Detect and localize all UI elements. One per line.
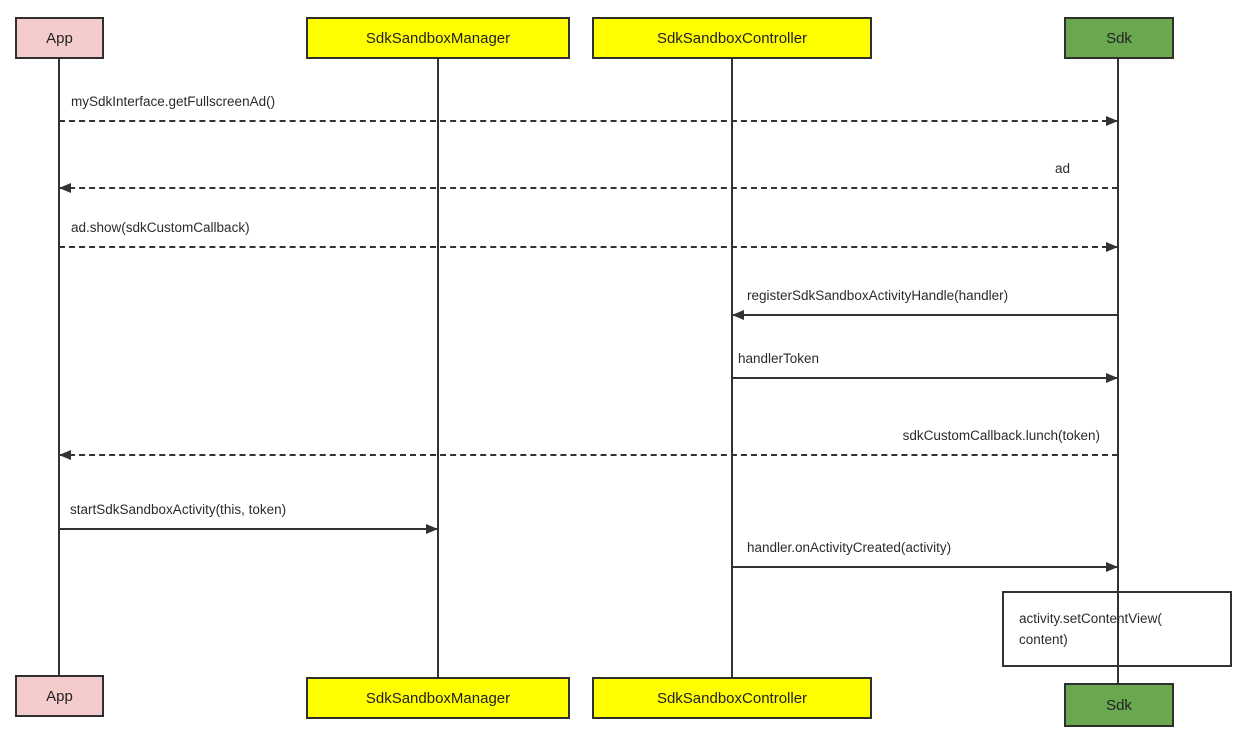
message-label-7: startSdkSandboxActivity(this, token) (70, 502, 287, 517)
actor-top-controller: SdkSandboxController (592, 17, 872, 59)
note-line: content) (1019, 632, 1068, 647)
arrowhead-4 (732, 310, 744, 320)
message-label-4: registerSdkSandboxActivityHandle(handler… (747, 288, 1009, 303)
actor-bottom-sdk: Sdk (1064, 683, 1174, 727)
actor-bottom-controller: SdkSandboxController (592, 677, 872, 719)
message-line-2 (59, 187, 1118, 189)
actor-bottom-manager: SdkSandboxManager (306, 677, 570, 719)
note-line: activity.setContentView( (1019, 611, 1162, 626)
arrowhead-5 (1106, 373, 1118, 383)
arrowhead-7 (426, 524, 438, 534)
message-label-2: ad (1054, 161, 1070, 176)
message-label-3: ad.show(sdkCustomCallback) (71, 220, 250, 235)
arrowhead-1 (1106, 116, 1118, 126)
arrowhead-8 (1106, 562, 1118, 572)
message-label-1: mySdkInterface.getFullscreenAd() (71, 94, 276, 109)
message-line-6 (59, 454, 1118, 456)
message-line-4 (732, 314, 1118, 316)
note-activity-setcontentview: activity.setContentView( content) (1002, 591, 1232, 667)
lifeline-app (58, 59, 60, 675)
lifeline-controller (731, 59, 733, 677)
actor-bottom-app: App (15, 675, 104, 717)
arrowhead-6 (59, 450, 71, 460)
arrowhead-3 (1106, 242, 1118, 252)
lifeline-sdk (1117, 59, 1119, 683)
message-line-3 (59, 246, 1118, 248)
message-label-6: sdkCustomCallback.lunch(token) (902, 428, 1100, 443)
message-line-7 (59, 528, 438, 530)
actor-top-manager: SdkSandboxManager (306, 17, 570, 59)
actor-top-app: App (15, 17, 104, 59)
arrowhead-2 (59, 183, 71, 193)
actor-top-sdk: Sdk (1064, 17, 1174, 59)
message-line-5 (732, 377, 1118, 379)
message-label-8: handler.onActivityCreated(activity) (747, 540, 952, 555)
message-line-1 (59, 120, 1118, 122)
lifeline-manager (437, 59, 439, 677)
message-line-8 (732, 566, 1118, 568)
message-label-5: handlerToken (738, 351, 820, 366)
